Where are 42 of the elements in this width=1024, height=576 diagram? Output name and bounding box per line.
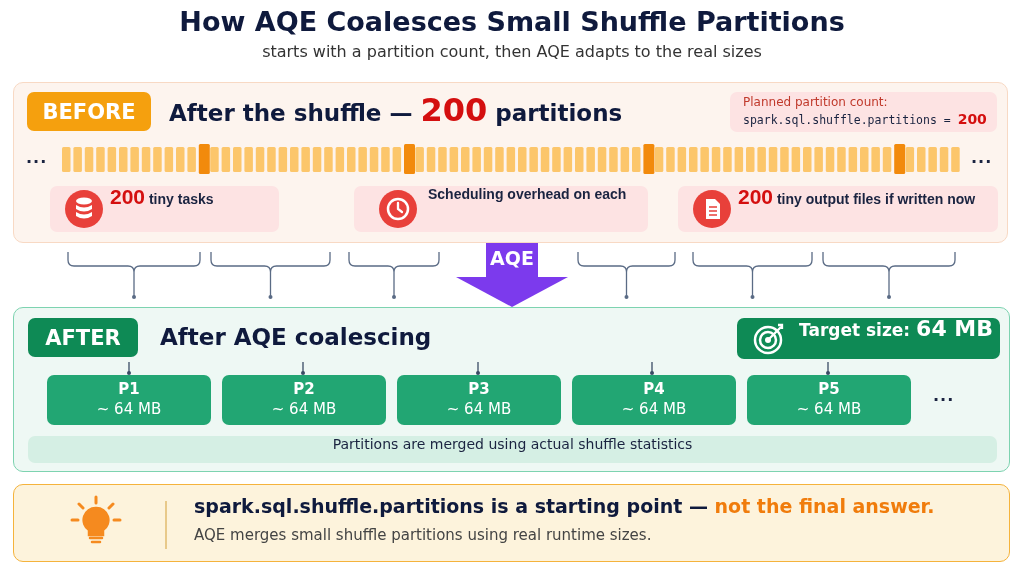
- tip-heading: spark.sql.shuffle.partitions is a starting point — not the final answer.: [194, 495, 935, 517]
- issue-text: 200 tiny tasks: [110, 186, 214, 207]
- partition-box: [397, 375, 561, 425]
- panel-heading: After the shuffle — 200 partitions: [169, 93, 623, 130]
- partition-box: [47, 375, 211, 425]
- partition-name: P2: [292, 380, 316, 398]
- partition-name: P4: [642, 380, 666, 398]
- target-text: Target size: 64 MB: [799, 318, 994, 340]
- caption-text: Planned partition count:: [743, 95, 888, 109]
- code-text: spark.sql.shuffle.partitions = 200: [743, 110, 987, 129]
- note-text: Partitions are merged using actual shuffle statistics: [331, 436, 694, 452]
- partition-name: P3: [467, 380, 491, 398]
- partition-box: [572, 375, 736, 425]
- partition-size: ~ 64 MB: [795, 400, 863, 418]
- ellipsis: ...: [933, 386, 955, 405]
- tip-text: AQE merges small shuffle partitions using real runtime sizes.: [194, 526, 652, 544]
- partition-size: ~ 64 MB: [95, 400, 163, 418]
- note-bar: [28, 436, 997, 463]
- issue-card: [354, 186, 648, 232]
- issue-card: [50, 186, 279, 232]
- after-badge: AFTER: [28, 318, 138, 357]
- partition-name: P1: [117, 380, 141, 398]
- partition-box: [222, 375, 386, 425]
- subtitle: starts with a partition count, then AQE adapts to the real sizes: [261, 42, 763, 61]
- before-badge: BEFORE: [27, 92, 151, 131]
- issue-card: [678, 186, 998, 232]
- ellipsis: ...: [26, 148, 48, 167]
- after-panel: [13, 307, 1010, 472]
- before-panel: [13, 82, 1008, 243]
- ellipsis: ...: [971, 148, 993, 167]
- title: How AQE Coalesces Small Shuffle Partitions: [178, 6, 846, 37]
- partition-name: P5: [817, 380, 841, 398]
- edge-label: AQE: [489, 247, 535, 269]
- target-size-box: [737, 318, 1000, 359]
- partition-size: ~ 64 MB: [620, 400, 688, 418]
- issue-text: 200 tiny output files if written now: [738, 186, 976, 207]
- panel-heading: After AQE coalescing: [160, 323, 432, 352]
- partition-size: ~ 64 MB: [270, 400, 338, 418]
- partition-size: ~ 64 MB: [445, 400, 513, 418]
- issue-text: Scheduling overhead on each: [428, 186, 627, 202]
- partition-box: [747, 375, 911, 425]
- tip-box: [13, 484, 1010, 562]
